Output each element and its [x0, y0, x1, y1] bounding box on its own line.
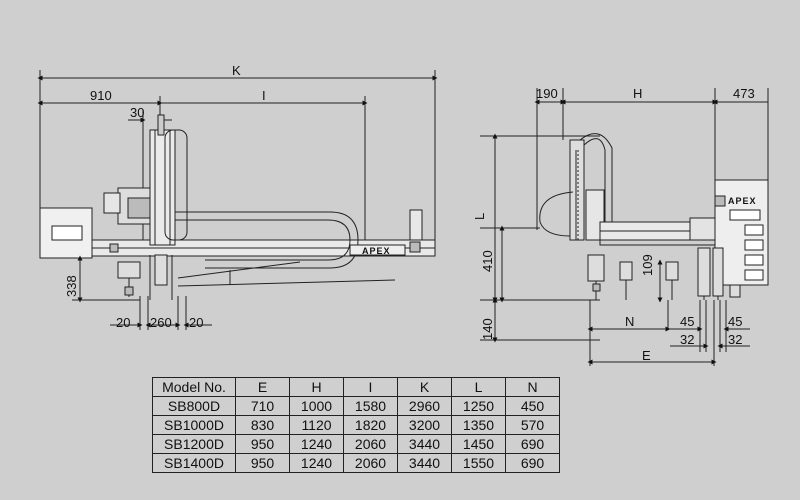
label-20-left: 20 [116, 315, 130, 330]
cell-k: 3440 [397, 434, 452, 454]
header-n: N [505, 377, 560, 397]
cell-model: SB800D [152, 396, 236, 416]
side-control-box [39, 207, 93, 259]
cell-h: 1240 [289, 434, 344, 454]
label-473: 473 [733, 86, 755, 101]
label-n: N [625, 314, 634, 329]
label-338: 338 [64, 275, 79, 297]
cell-k: 2960 [397, 396, 452, 416]
table-row: SB800D 710 1000 1580 2960 1250 450 [152, 396, 560, 416]
cell-i: 1820 [343, 415, 398, 435]
front-beam [599, 217, 721, 246]
side-brace [177, 209, 423, 287]
cell-l: 1350 [451, 415, 506, 435]
label-e: E [642, 348, 651, 363]
label-260: 260 [150, 315, 172, 330]
table-row: SB1400D 950 1240 2060 3440 1550 690 [152, 453, 560, 473]
cell-l: 1250 [451, 396, 506, 416]
side-brand-label: APEX [362, 246, 391, 256]
cell-k: 3200 [397, 415, 452, 435]
side-vertical-arm [103, 114, 188, 300]
cell-e: 830 [235, 415, 290, 435]
cell-h: 1240 [289, 453, 344, 473]
label-910: 910 [90, 88, 112, 103]
cell-n: 690 [505, 453, 560, 473]
cell-e: 710 [235, 396, 290, 416]
cell-model: SB1200D [152, 434, 236, 454]
front-grippers [587, 247, 741, 300]
label-45-left: 45 [680, 314, 694, 329]
side-cable-loop [175, 211, 359, 269]
spec-table: Model No. E H I K L N SB800D 710 1000 15… [152, 377, 560, 473]
cell-e: 950 [235, 434, 290, 454]
cell-e: 950 [235, 453, 290, 473]
label-410: 410 [480, 250, 495, 272]
label-30: 30 [130, 105, 144, 120]
cell-l: 1450 [451, 434, 506, 454]
header-i: I [343, 377, 398, 397]
label-i: I [262, 88, 266, 103]
table-row: SB1200D 950 1240 2060 3440 1450 690 [152, 434, 560, 454]
front-brand-label: APEX [728, 196, 757, 206]
header-h: H [289, 377, 344, 397]
cell-model: SB1000D [152, 415, 236, 435]
header-l: L [451, 377, 506, 397]
cell-h: 1120 [289, 415, 344, 435]
cell-i: 2060 [343, 453, 398, 473]
cell-n: 690 [505, 434, 560, 454]
front-view [480, 88, 769, 366]
front-control-cabinet [714, 179, 769, 286]
header-e: E [235, 377, 290, 397]
side-view: APEX [37, 70, 438, 330]
cell-i: 1580 [343, 396, 398, 416]
label-k: K [232, 63, 241, 78]
cell-h: 1000 [289, 396, 344, 416]
label-32-right: 32 [728, 332, 742, 347]
dimension-338 [72, 255, 140, 303]
header-k: K [397, 377, 452, 397]
cell-model: SB1400D [152, 453, 236, 473]
dimension-n-45 [587, 300, 750, 366]
cell-k: 3440 [397, 453, 452, 473]
front-vertical-arm [539, 133, 613, 241]
cell-l: 1550 [451, 453, 506, 473]
cell-n: 570 [505, 415, 560, 435]
table-row: SB1000D 830 1120 1820 3200 1350 570 [152, 415, 560, 435]
label-45-right: 45 [728, 314, 742, 329]
label-l: L [472, 213, 487, 220]
label-32-left: 32 [680, 332, 694, 347]
label-20-right: 20 [189, 315, 203, 330]
label-109: 109 [640, 254, 655, 276]
label-190: 190 [536, 86, 558, 101]
table-header-row: Model No. E H I K L N [152, 377, 560, 397]
dimension-bottom [110, 296, 212, 330]
header-model: Model No. [152, 377, 236, 397]
cell-n: 450 [505, 396, 560, 416]
side-gripper [117, 261, 141, 297]
label-h: H [633, 86, 642, 101]
label-140: 140 [480, 318, 495, 340]
cell-i: 2060 [343, 434, 398, 454]
